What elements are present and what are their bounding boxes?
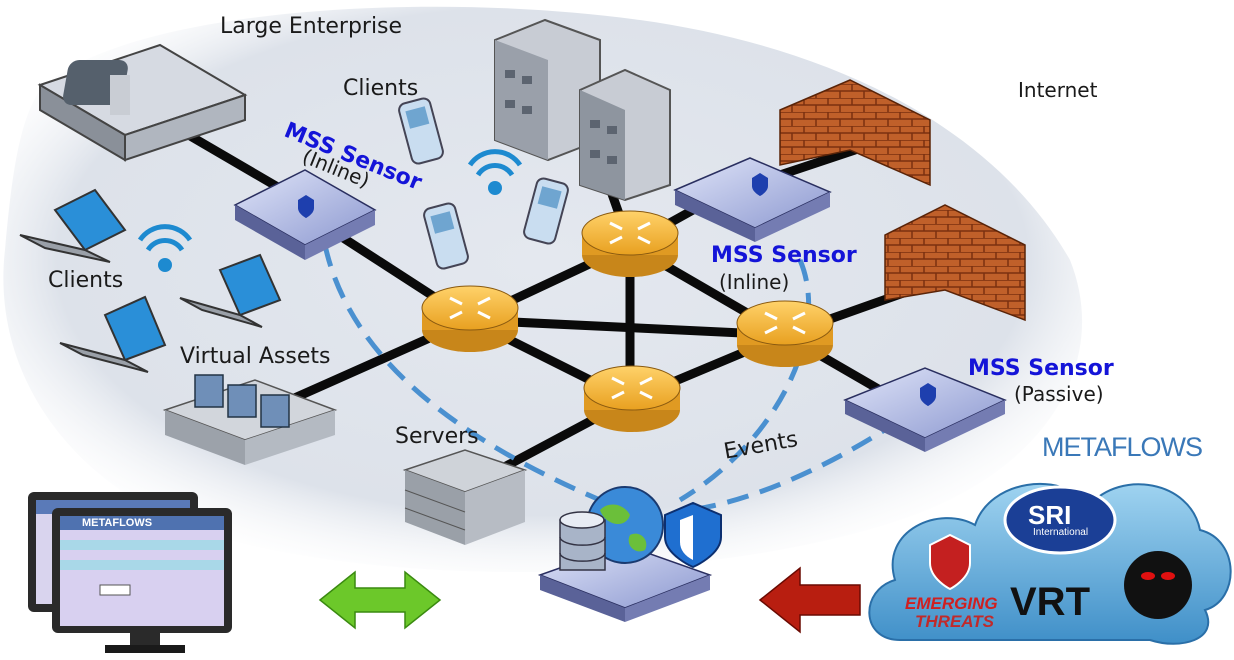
router-icon bbox=[581, 210, 679, 277]
sri-logo-text: SRI bbox=[1028, 500, 1072, 530]
router-icon bbox=[421, 285, 519, 352]
cloud-icon bbox=[868, 483, 1232, 645]
zone-label-internet: Internet bbox=[1018, 78, 1098, 102]
sensor-icon bbox=[843, 367, 1007, 452]
feed-arrow-icon bbox=[758, 566, 861, 634]
vrt-logo: VRT bbox=[1010, 580, 1090, 624]
office-building-icon bbox=[494, 18, 671, 202]
firewall-icon bbox=[884, 204, 1026, 322]
database-icon bbox=[559, 511, 606, 571]
sri-logo bbox=[1003, 485, 1117, 555]
sensor-mode-label: (Inline) bbox=[719, 270, 790, 294]
phone-icon bbox=[523, 177, 569, 245]
headquarters-building-icon bbox=[37, 43, 248, 162]
sensor-label: MSS Sensor bbox=[711, 243, 857, 268]
sensor-mode-label: (Passive) bbox=[1014, 382, 1104, 406]
emerging-threats-logo: EMERGING bbox=[905, 594, 998, 613]
laptop-icon bbox=[59, 295, 167, 373]
laptop-icon bbox=[19, 188, 127, 263]
snort-logo bbox=[1124, 551, 1192, 619]
virtual-assets-icon bbox=[162, 374, 338, 465]
shield-icon bbox=[929, 533, 971, 591]
sensor-icon bbox=[233, 169, 377, 260]
phone-icon bbox=[398, 97, 444, 165]
brand-logo: METAFLOWS bbox=[1042, 432, 1203, 462]
event-links bbox=[322, 244, 902, 513]
firewall-icon bbox=[779, 79, 931, 187]
router-icon bbox=[583, 365, 681, 432]
router-icon bbox=[736, 300, 834, 367]
virtual-assets-label: Virtual Assets bbox=[180, 344, 331, 369]
server-icon bbox=[402, 449, 528, 545]
monitor-icon bbox=[52, 508, 232, 653]
wifi-icon bbox=[467, 149, 523, 195]
bidirectional-arrow-icon bbox=[318, 570, 442, 630]
console-brand: METAFLOWS bbox=[82, 517, 153, 529]
servers-label: Servers bbox=[395, 424, 479, 449]
emerging-threats-logo-sub: THREATS bbox=[915, 612, 995, 631]
wifi-icon bbox=[137, 224, 193, 272]
zone-label-enterprise: Large Enterprise bbox=[220, 14, 403, 39]
event-collector bbox=[537, 486, 722, 622]
sri-logo-subtext: International bbox=[1033, 527, 1089, 538]
clients-label: Clients bbox=[48, 268, 124, 293]
laptop-icon bbox=[179, 253, 282, 328]
phone-icon bbox=[423, 202, 469, 270]
sensor-label: MSS Sensor bbox=[968, 356, 1114, 381]
clients-label: Clients bbox=[343, 76, 419, 101]
sensor-icon bbox=[673, 157, 832, 242]
